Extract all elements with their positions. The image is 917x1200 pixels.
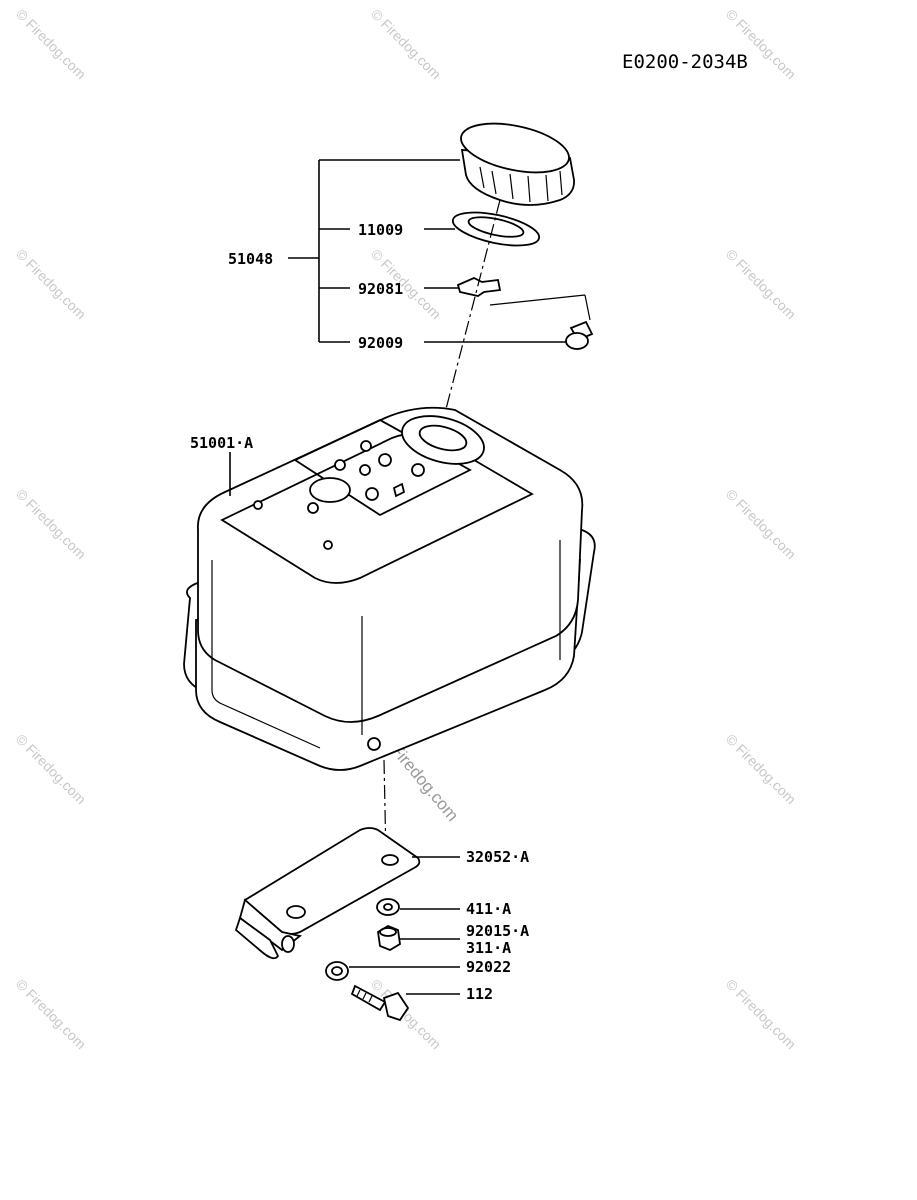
watermark: © Firedog.com (13, 246, 89, 322)
label-washer-2: 92022 (466, 958, 511, 976)
lower-leaders (349, 856, 460, 995)
watermark: © Firedog.com (723, 731, 799, 807)
cap-gasket (451, 211, 541, 247)
cap-assembly-leader (288, 159, 566, 343)
watermark: © Firedog.com (723, 976, 799, 1052)
washer-2 (325, 961, 349, 981)
mount-bracket (234, 827, 421, 960)
fuel-cap (460, 122, 575, 206)
nut (377, 924, 401, 952)
washer (376, 898, 400, 916)
watermark: © Firedog.com (13, 731, 89, 807)
label-bracket: 32052·A (466, 848, 529, 866)
bolt (350, 984, 410, 1022)
watermark: © Firedog.com (723, 246, 799, 322)
cap-strap (456, 277, 591, 321)
label-cap-assembly: 51048 (228, 250, 273, 268)
label-nut-alt: 311·A (466, 939, 511, 957)
label-gasket: 11009 (358, 221, 403, 239)
watermark-center: Firedog.com (387, 740, 462, 825)
cap-screw (565, 320, 594, 350)
watermark: © Firedog.com (368, 6, 444, 82)
center-line (437, 199, 501, 441)
watermark: © Firedog.com (13, 6, 89, 82)
label-bolt: 112 (466, 985, 493, 1003)
watermark: © Firedog.com (13, 486, 89, 562)
diagram-code: E0200-2034B (622, 51, 748, 73)
watermark: © Firedog.com (13, 976, 89, 1052)
label-strap: 92081 (358, 280, 403, 298)
watermark: © Firedog.com (723, 486, 799, 562)
label-washer: 411·A (466, 900, 511, 918)
label-tank: 51001·A (190, 434, 253, 452)
watermark: © Firedog.com (368, 976, 444, 1052)
label-screw: 92009 (358, 334, 403, 352)
fuel-tank (183, 406, 596, 771)
label-nut: 92015·A (466, 922, 529, 940)
